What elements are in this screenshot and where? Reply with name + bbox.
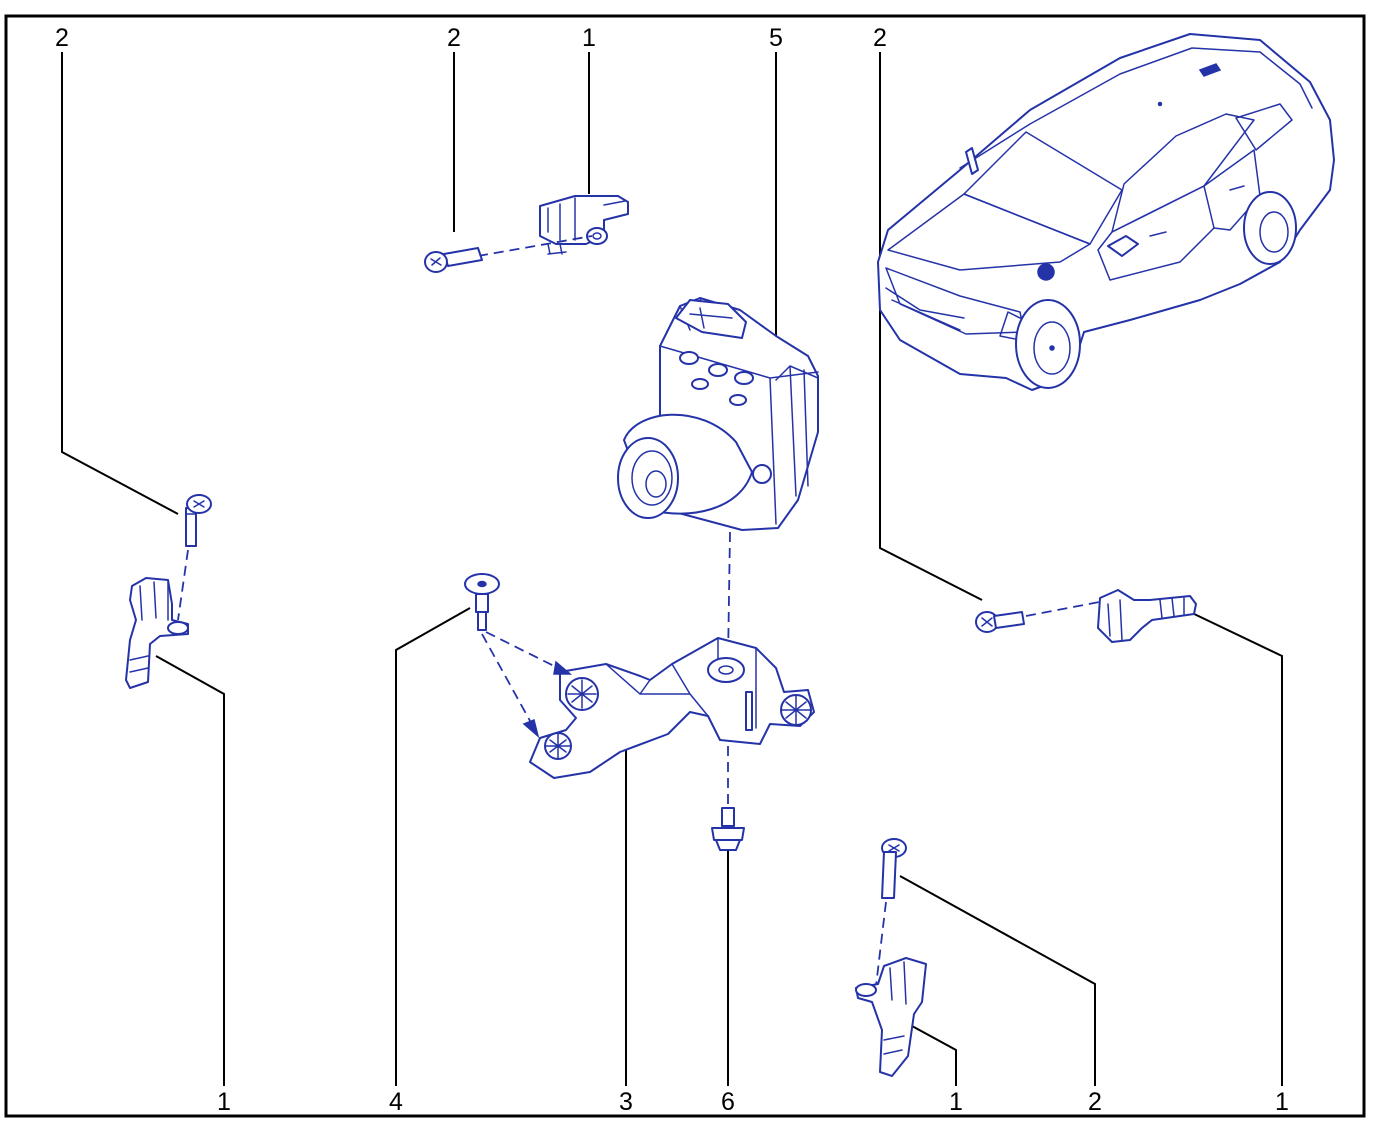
wheel-speed-sensor-right bbox=[1097, 589, 1197, 643]
wheel-speed-sensor-left bbox=[125, 577, 189, 689]
leader-1-bottom-right bbox=[1189, 611, 1283, 1086]
vehicle-location-view bbox=[877, 33, 1335, 391]
callout-1-bottom-left: 1 bbox=[217, 1088, 231, 1116]
leader-4-bottom bbox=[395, 607, 471, 1086]
bolt-bottom bbox=[881, 838, 907, 899]
callout-3-bottom: 3 bbox=[619, 1088, 633, 1116]
abs-mounting-bracket bbox=[529, 637, 815, 779]
arrow-head-2 bbox=[522, 718, 540, 739]
dash-line-bolt-to-grommet-1 bbox=[485, 631, 567, 673]
abs-location-marker bbox=[1037, 263, 1055, 281]
callout-2-top-right: 2 bbox=[873, 24, 887, 52]
dash-line-right-bolt bbox=[1025, 599, 1111, 617]
abs-hydraulic-unit bbox=[617, 297, 819, 531]
callout-6-bottom: 6 bbox=[721, 1088, 735, 1116]
arrow-head-1 bbox=[553, 660, 573, 675]
dash-line-top-bolt bbox=[477, 235, 593, 257]
dash-line-abs-to-bracket bbox=[727, 531, 731, 661]
flange-bolt bbox=[711, 807, 745, 851]
callout-2-bottom: 2 bbox=[1088, 1088, 1102, 1116]
leader-1-bottom-mid bbox=[911, 1025, 957, 1086]
callout-5-top: 5 bbox=[769, 24, 783, 52]
leader-2-bottom bbox=[899, 875, 1096, 1086]
wheel-speed-sensor-top bbox=[539, 195, 629, 255]
callout-1-top: 1 bbox=[582, 24, 596, 52]
bolt-top bbox=[424, 247, 483, 273]
callout-2-top: 2 bbox=[447, 24, 461, 52]
wheel-speed-sensor-bottom bbox=[855, 957, 927, 1077]
callout-1-bottom-right: 1 bbox=[1275, 1088, 1289, 1116]
dash-line-left-bolt bbox=[177, 549, 189, 621]
shoulder-bolt bbox=[464, 573, 500, 631]
callout-2-top-left: 2 bbox=[55, 24, 69, 52]
leader-1-bottom-left bbox=[155, 655, 225, 1086]
callout-4-bottom: 4 bbox=[389, 1088, 403, 1116]
diagram-frame bbox=[4, 14, 1366, 1118]
leader-2-top-left bbox=[61, 52, 179, 515]
leader-2-top-right bbox=[879, 52, 983, 601]
bolt-right bbox=[975, 611, 1025, 633]
callout-1-bottom-mid: 1 bbox=[949, 1088, 963, 1116]
bolt-left bbox=[185, 494, 212, 547]
dash-line-bottom-bolt bbox=[875, 901, 887, 987]
dash-line-bolt-to-grommet-2 bbox=[481, 633, 535, 729]
